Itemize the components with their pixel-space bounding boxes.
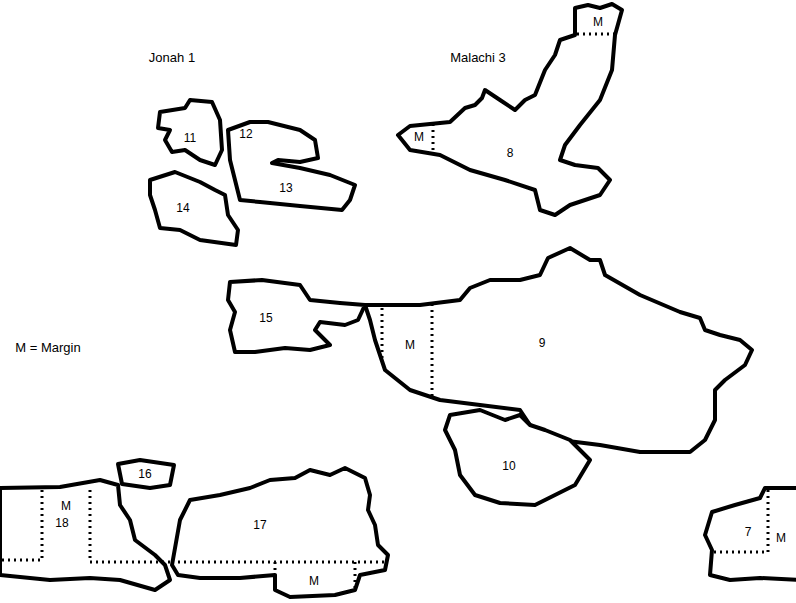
manuscript-fragment: 14 [146,168,242,249]
fragment-outline [224,276,369,356]
fragment-edge [445,410,590,505]
margin-boundary [90,490,170,562]
fragment-outline [146,168,242,249]
manuscript-fragment: 16 [114,456,178,492]
fragment-number: 11 [184,131,196,145]
fragment-number: 9 [539,336,546,350]
fragment-number: 10 [502,459,515,473]
fragment-edge [150,172,238,245]
fragment-number: M [309,574,319,588]
margin-boundary [2,490,42,560]
fragment-number: 18 [55,516,68,530]
margin-boundary [381,308,384,358]
margin-boundary [432,124,435,155]
fragment-number: M [593,15,603,29]
fragment-number: 7 [745,525,752,539]
manuscript-fragment: M M 8 [394,0,626,219]
fragment-number: M [61,499,71,513]
fragment-number: 14 [176,201,189,215]
fragment-outline [168,464,392,601]
manuscript-fragment: 15 [224,276,369,356]
fragment-number: 16 [138,467,151,481]
margin-boundary [354,562,357,588]
manuscript-fragment: 17M [168,464,392,601]
fragment-outline [394,0,626,219]
fragment-edge [705,488,796,580]
manuscript-fragment: M9 [361,244,756,456]
fragment-outline [361,244,756,456]
fragment-number: 12 [239,127,252,141]
fragment-edge [228,280,365,352]
manuscript-fragment: 12 13 [224,118,359,214]
fragment-number: 15 [259,311,272,325]
fragment-number: M [776,531,786,545]
fragment-number: 17 [253,518,266,532]
fragment-number: M [414,130,424,144]
fragment-edge [158,100,222,165]
fragment-edge [0,480,170,590]
manuscript-fragment: 10 [441,406,594,509]
fragment-edge [365,248,752,452]
margin-boundary [712,490,768,552]
manuscript-fragment: 7M [701,484,796,584]
fragment-edge [398,4,622,215]
fragment-number: 8 [507,146,514,160]
caption-label: M = Margin [15,340,80,355]
margin-boundary [172,561,385,564]
caption-label: Malachi 3 [450,50,506,65]
caption-label: Jonah 1 [149,50,195,65]
manuscript-fragment: 11 [154,96,226,169]
fragment-edge [228,122,355,210]
fragment-outline [441,406,594,509]
fragment-edge [172,468,388,597]
manuscript-fragment: M 18 [0,476,174,594]
fragment-outline [0,476,174,594]
margin-boundary [431,304,434,400]
margin-boundary [274,562,277,578]
fragment-edge [118,460,174,488]
margin-boundary [577,33,616,36]
fragment-number: 13 [279,181,292,195]
fragment-number: M [405,338,415,352]
